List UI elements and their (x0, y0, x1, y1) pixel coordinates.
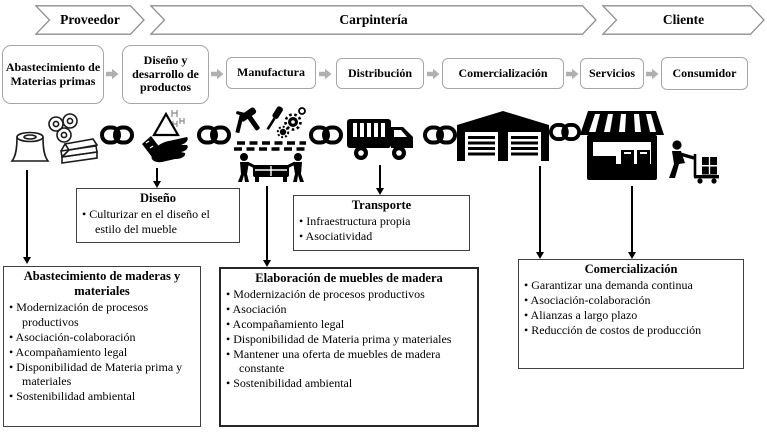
process-arrow-icon (319, 68, 332, 80)
bullet-item: Infraestructura propia (299, 214, 464, 229)
callout-comercializacion-title: Comercialización (584, 262, 678, 276)
chevron-shape (35, 5, 145, 35)
process-box-label: Manufactura (237, 65, 305, 80)
bullet-item: Asociatividad (299, 229, 464, 244)
callout-elaboracion: Elaboración de muebles de madera Moderni… (219, 267, 479, 427)
bullet-item: Asociación-colaboración (524, 293, 738, 308)
chain-link-icon (197, 125, 231, 145)
process-arrow-icon (566, 68, 579, 80)
callout-diseno-title: Diseño (139, 191, 177, 205)
process-box-abastecimiento-materias: Abastecimiento de Materias primas (2, 45, 104, 104)
chevron-shape (602, 5, 765, 35)
chain-link-icon (549, 123, 581, 141)
process-box-label: Abastecimiento de Materias primas (5, 59, 101, 88)
chevron-shape (150, 5, 597, 35)
bullet-item: Modernización de procesos productivos (9, 300, 195, 330)
bullet-item: Asociación (226, 302, 472, 317)
chain-link-icon (100, 125, 134, 145)
process-arrow-icon (427, 68, 440, 80)
process-box-distribucion: Distribución (336, 58, 424, 89)
bullet-item: Alianzas a largo plazo (524, 308, 738, 323)
bullet-item: Acompañamiento legal (226, 317, 472, 332)
chevron-cliente: Cliente (602, 5, 765, 35)
callout-transporte-bullets: Infraestructura propiaAsociatividad (299, 214, 464, 244)
callout-abastecimiento-title: Abastecimiento de maderas y materiales (23, 269, 181, 298)
store-icon (580, 111, 664, 180)
callout-comercializacion-bullets: Garantizar una demanda continuaAsociació… (524, 278, 738, 338)
callout-abastecimiento-bullets: Modernización de procesos productivosAso… (9, 300, 195, 404)
process-box-manufactura: Manufactura (226, 57, 316, 89)
bullet-item: Sostenibilidad ambiental (226, 376, 472, 391)
hand-design-icon (142, 110, 188, 163)
callout-abastecimiento: Abastecimiento de maderas y materiales M… (3, 266, 201, 427)
process-arrow-icon (646, 68, 659, 80)
bullet-item: Sostenibilidad ambiental (9, 389, 195, 404)
chevron-proveedor: Proveedor (35, 5, 145, 35)
bullet-item: Disponibilidad de Materia prima y materi… (9, 360, 195, 390)
process-box-label: Servicios (589, 65, 635, 80)
process-box-label: Consumidor (672, 65, 737, 80)
callout-diseno: Diseño Culturizar en el diseño el estilo… (76, 188, 240, 243)
chain-link-icon (309, 125, 343, 145)
process-box-servicios: Servicios (580, 58, 644, 89)
arrow-store-to-comercializacion (627, 186, 636, 259)
bullet-item: Mantener una oferta de muebles de madera… (226, 347, 472, 377)
chevron-proveedor-label: Proveedor (60, 12, 120, 27)
bullet-item: Asociación-colaboración (9, 330, 195, 345)
process-arrow-icon (211, 68, 224, 80)
chevron-carpinteria: Carpintería (150, 5, 597, 35)
callout-transporte: Transporte Infraestructura propiaAsociat… (293, 195, 470, 251)
bullet-item: Culturizar en el diseño el estilo del mu… (82, 207, 234, 237)
bullet-item: Modernización de procesos productivos (226, 287, 472, 302)
process-box-label: Comercialización (458, 65, 548, 80)
process-box-label: Diseño y desarrollo de productos (132, 52, 199, 95)
process-box-comercializacion: Comercialización (442, 58, 564, 89)
bullet-item: Reducción de costos de producción (524, 323, 738, 338)
process-box-diseno-desarrollo: Diseño y desarrollo de productos (122, 45, 209, 104)
arrow-truck-to-transporte (375, 165, 384, 195)
arrow-supply-to-abastecimiento (22, 170, 31, 264)
furniture-workshop-icon (234, 106, 309, 182)
arrow-workshop-to-elaboracion (262, 186, 271, 267)
warehouse-icon (457, 111, 549, 161)
wood-logs-icon (10, 113, 98, 164)
process-box-consumidor: Consumidor (661, 57, 748, 90)
bullet-item: Garantizar una demanda continua (524, 278, 738, 293)
arrow-design-to-diseno (152, 168, 161, 188)
chevron-cliente-label: Cliente (662, 12, 705, 27)
customer-cart-icon (669, 140, 719, 184)
callout-elaboracion-title: Elaboración de muebles de madera (255, 271, 443, 285)
process-arrow-icon (106, 68, 119, 80)
callout-comercializacion: Comercialización Garantizar una demanda … (518, 259, 744, 369)
callout-elaboracion-bullets: Modernización de procesos productivosAso… (226, 287, 472, 391)
bullet-item: Acompañamiento legal (9, 345, 195, 360)
delivery-truck-icon (347, 119, 413, 160)
arrow-warehouse-to-comercializacion (535, 166, 544, 259)
bullet-item: Disponibilidad de Materia prima y materi… (226, 332, 472, 347)
chain-link-icon (423, 125, 457, 145)
callout-diseno-bullets: Culturizar en el diseño el estilo del mu… (82, 207, 234, 237)
chevron-carpinteria-label: Carpintería (339, 12, 408, 27)
callout-transporte-title: Transporte (351, 198, 412, 212)
process-box-label: Distribución (347, 65, 412, 80)
